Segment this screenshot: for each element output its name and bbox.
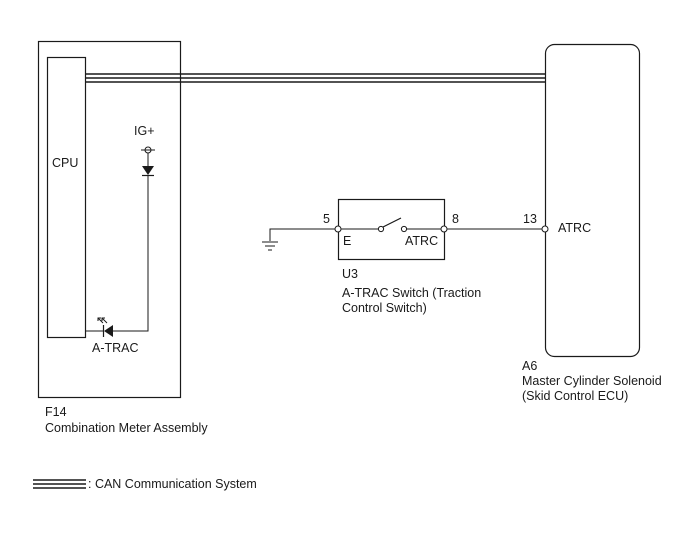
led-icon	[104, 325, 113, 337]
can-communication-line	[86, 73, 545, 83]
atrac-indicator-label: A-TRAC	[92, 341, 139, 355]
switch-lever-icon	[382, 217, 402, 228]
ecu-terminal-circle	[541, 225, 549, 233]
switch-terminal-circle-left	[334, 225, 342, 233]
skid-ecu-box	[544, 43, 641, 358]
atrac-switch-name-line2: Control Switch)	[342, 301, 427, 315]
switch-pin-left: 5	[323, 212, 330, 226]
legend-text: : CAN Communication System	[88, 477, 257, 491]
combination-meter-connector: F14	[45, 405, 67, 419]
skid-ecu-name-line1: Master Cylinder Solenoid	[522, 374, 662, 388]
ig-plus-label: IG+	[134, 124, 155, 138]
atrac-switch-connector: U3	[342, 267, 358, 281]
switch-terminal-atrc: ATRC	[405, 234, 438, 248]
combination-meter-name: Combination Meter Assembly	[45, 421, 208, 435]
skid-ecu-name-line2: (Skid Control ECU)	[522, 389, 628, 403]
combination-meter-assembly: CPU IG+ A-TRAC F14 Combination Meter Ass…	[37, 40, 208, 435]
switch-terminal-circle-right	[440, 225, 448, 233]
signal-wiring: 13	[440, 212, 549, 233]
diode-icon	[142, 166, 154, 175]
cpu-label: CPU	[52, 156, 78, 170]
skid-control-ecu: ATRC A6 Master Cylinder Solenoid (Skid C…	[522, 43, 662, 403]
ground-icon	[262, 241, 278, 251]
switch-pin-right: 8	[452, 212, 459, 226]
skid-ecu-connector: A6	[522, 359, 537, 373]
atrac-switch: E ATRC 5 8 U3 A-TRAC Switch (Traction Co…	[323, 198, 481, 315]
ground-wiring	[262, 225, 342, 251]
cpu-block	[46, 56, 87, 339]
switch-contact-left	[377, 225, 385, 233]
indicator-wire	[113, 176, 149, 332]
legend-can-symbol	[33, 479, 86, 489]
light-emission-icon	[97, 317, 108, 324]
atrac-switch-name-line1: A-TRAC Switch (Traction	[342, 286, 481, 300]
ecu-pin-number: 13	[523, 212, 537, 226]
ground-wire	[269, 228, 338, 241]
switch-terminal-e: E	[343, 234, 351, 248]
skid-ecu-terminal-label: ATRC	[558, 221, 591, 235]
switch-contact-right	[400, 225, 408, 233]
legend: : CAN Communication System	[33, 477, 257, 491]
